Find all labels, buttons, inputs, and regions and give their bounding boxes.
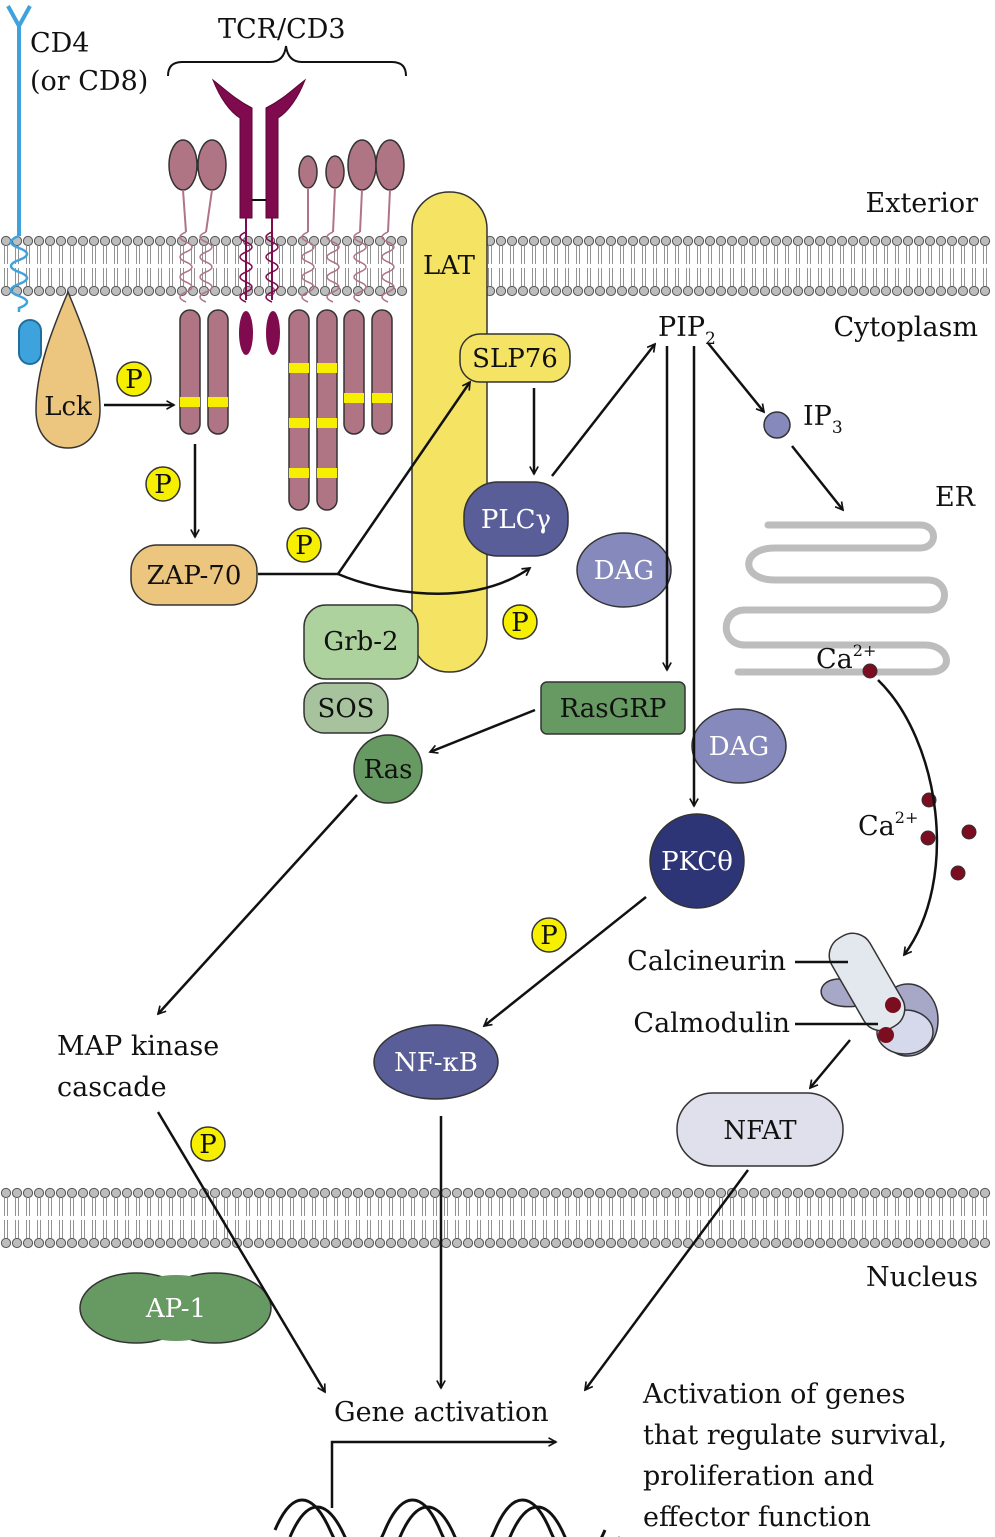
ras-to-map-arrow [158, 794, 358, 1014]
ip3-label: IP3 [803, 401, 843, 438]
sos-gef: SOS [303, 682, 389, 734]
svg-text:SLP76: SLP76 [472, 344, 558, 374]
lck-kinase: Lck [35, 290, 101, 449]
nf-kb: NF-κB [373, 1024, 499, 1100]
dna-helix [273, 1498, 620, 1537]
zap70-kinase: ZAP-70 [130, 544, 258, 606]
svg-text:P: P [154, 470, 172, 500]
dag-upper: DAG [576, 532, 672, 608]
pathway-arrows [104, 342, 939, 1508]
transcription-start-arrow [330, 1442, 556, 1508]
lck-label: Lck [44, 392, 92, 422]
outcome-line2: that regulate survival, [643, 1420, 947, 1451]
phospho-marker: P [531, 917, 567, 953]
phospho-marker: P [116, 361, 152, 397]
pkc-theta: PKCθ [649, 813, 745, 909]
ca-label-er: Ca2+ [816, 641, 876, 675]
phospho-markers: P P P P P P [116, 361, 567, 1162]
nucleus-label: Nucleus [866, 1262, 978, 1293]
svg-text:Ras: Ras [363, 755, 412, 785]
plasma-membrane [0, 235, 991, 297]
outcome-line1: Activation of genes [642, 1379, 906, 1410]
lat-adaptor: LAT [411, 191, 488, 673]
svg-text:P: P [199, 1130, 217, 1160]
outcome-line4: effector function [643, 1502, 871, 1533]
svg-text:SOS: SOS [318, 694, 375, 724]
calcineurin-calmodulin-complex [820, 932, 939, 1057]
calcium-ions [862, 663, 977, 881]
outcome-line3: proliferation and [643, 1461, 874, 1492]
slp76-adaptor: SLP76 [459, 333, 571, 383]
endoplasmic-reticulum [722, 521, 950, 676]
phospho-marker: P [190, 1126, 226, 1162]
plc-gamma: PLCγ [463, 481, 569, 557]
svg-text:PLCγ: PLCγ [481, 505, 551, 535]
cd8-label: (or CD8) [30, 66, 148, 97]
ras-gtpase: Ras [353, 734, 423, 804]
ap1: AP-1 [79, 1272, 272, 1344]
svg-text:NF-κB: NF-κB [394, 1048, 478, 1078]
map-kinase-label-line1: MAP kinase [57, 1031, 219, 1062]
ip3-molecule [763, 411, 791, 439]
svg-text:PKCθ: PKCθ [661, 847, 733, 877]
calcineurin-to-nfat-arrow [810, 1039, 851, 1088]
ca-label-cytosol: Ca2+ [858, 808, 918, 842]
svg-text:RasGRP: RasGRP [560, 694, 667, 724]
svg-text:P: P [125, 365, 143, 395]
er-label: ER [935, 482, 976, 513]
cd4-coreceptor [6, 5, 42, 365]
calmodulin-label: Calmodulin [633, 1008, 790, 1039]
svg-text:P: P [511, 608, 529, 638]
svg-text:NFAT: NFAT [723, 1116, 797, 1146]
map-kinase-label-line2: cascade [57, 1072, 167, 1103]
zap70-to-slp76-arrow [336, 382, 472, 575]
plcg-to-pip2-arrow [551, 344, 655, 477]
calcineurin-label: Calcineurin [627, 946, 786, 977]
phospho-marker: P [286, 527, 322, 563]
pip2-to-ip3-arrow [707, 342, 764, 412]
svg-text:DAG: DAG [594, 556, 654, 586]
rasgrp: RasGRP [540, 681, 686, 735]
pkc-to-nfkb-arrow [484, 896, 647, 1026]
svg-text:P: P [295, 531, 313, 561]
ca-to-calcineurin-arrow [877, 679, 939, 955]
grb2-adaptor: Grb-2 [303, 604, 419, 680]
svg-text:Grb-2: Grb-2 [323, 627, 398, 657]
zap70-to-plcg-arrow [337, 566, 530, 595]
tcr-bracket [167, 45, 407, 77]
exterior-label: Exterior [866, 188, 979, 219]
tcr-label: TCR/CD3 [218, 14, 346, 45]
cd4-label: CD4 [30, 28, 89, 59]
lat-label: LAT [423, 251, 476, 281]
pip2-label: PIP2 [658, 312, 716, 349]
nuclear-membrane [0, 1187, 991, 1249]
gene-activation-label: Gene activation [334, 1397, 549, 1428]
nfat: NFAT [676, 1092, 844, 1167]
svg-text:DAG: DAG [709, 732, 769, 762]
svg-text:AP-1: AP-1 [145, 1294, 206, 1324]
svg-text:P: P [540, 921, 558, 951]
dag-lower: DAG [691, 708, 787, 784]
cytoplasm-label: Cytoplasm [834, 312, 979, 343]
ip3-to-er-arrow [791, 445, 843, 510]
tcr-cd3-complex [168, 78, 405, 511]
phospho-marker: P [502, 604, 538, 640]
nfat-to-gene-arrow [585, 1169, 750, 1390]
map-to-gene-arrow [156, 1111, 327, 1392]
svg-text:ZAP-70: ZAP-70 [147, 561, 242, 591]
phospho-marker: P [145, 466, 181, 502]
rasgrp-to-ras-arrow [430, 708, 536, 752]
